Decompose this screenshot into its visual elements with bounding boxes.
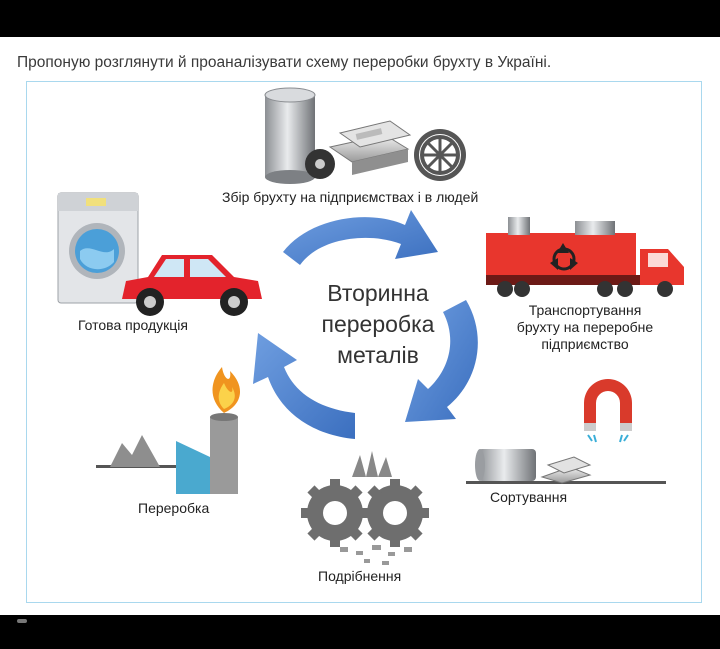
- recycle-icon: [550, 243, 578, 271]
- bullet-mark: [17, 619, 27, 623]
- small-gear-icon: [305, 149, 335, 179]
- sorting-illustration: [466, 449, 666, 484]
- center-line-3: металів: [337, 342, 419, 368]
- cycle-arrows: [253, 210, 478, 439]
- center-line-1: Вторинна: [327, 280, 429, 306]
- gear-icon: [414, 129, 466, 181]
- step-sorting-label: Сортування: [490, 489, 568, 505]
- factory-chimney-icon: [96, 367, 241, 494]
- step-transport-line-3: підприємство: [541, 336, 629, 352]
- center-line-2: переробка: [321, 311, 435, 337]
- washing-machine-icon: [57, 192, 139, 304]
- step-crushing-label: Подрібнення: [318, 568, 402, 584]
- step-processing-label: Переробка: [138, 500, 210, 516]
- intro-text: Пропоную розглянути й проаналізувати схе…: [17, 54, 552, 71]
- car-icon: [122, 255, 262, 316]
- diagram-art: [57, 87, 684, 565]
- magnet-icon: [584, 379, 632, 443]
- arrow-bottom-icon: [253, 333, 355, 439]
- arrow-right-icon: [405, 300, 478, 422]
- page: Пропоную розглянути й проаналізувати схе…: [0, 37, 720, 615]
- collection-illustration: [264, 87, 466, 184]
- step-collection-label: Збір брухту на підприємствах і в людей: [222, 189, 479, 205]
- step-transport-line-2: брухту на переробне: [516, 319, 654, 335]
- center-title: Вторинна переробка металів: [278, 278, 478, 371]
- bottom-bar: [0, 615, 720, 649]
- crusher-gears-icon: [301, 451, 429, 565]
- truck-icon: [486, 217, 684, 297]
- arrow-top-icon: [283, 210, 438, 265]
- flame-icon: [212, 367, 241, 413]
- step-transport-label: Транспортування брухту на переробне підп…: [487, 302, 683, 353]
- metal-bars-icon: [328, 120, 412, 175]
- step-transport-line-1: Транспортування: [528, 302, 642, 318]
- step-finished-label: Готова продукція: [78, 317, 188, 333]
